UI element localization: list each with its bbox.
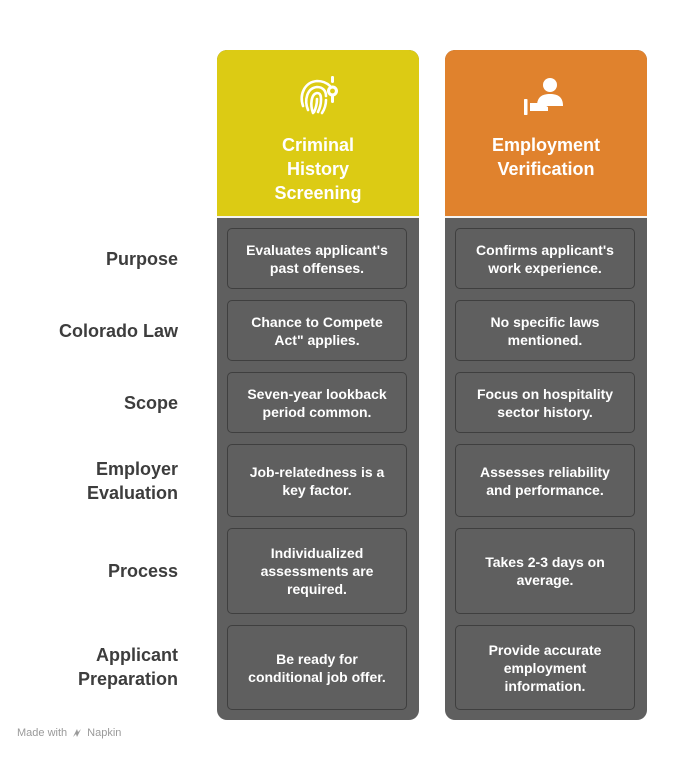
- column-title-employment-verification: Employment Verification: [445, 133, 647, 181]
- cell-text-line: conditional job offer.: [248, 668, 386, 685]
- column-title-criminal-history: Criminal History Screening: [217, 133, 419, 205]
- cell-text-line: Evaluates applicant's: [246, 241, 388, 258]
- row-label-colorado-law: Colorado Law: [0, 319, 178, 343]
- cell-text-line: assessments are: [260, 563, 374, 579]
- cell-text-line: Assesses reliability: [480, 463, 610, 480]
- cell-text-line: Takes 2-3 days on: [485, 554, 605, 570]
- row-label-line: Colorado Law: [58, 321, 178, 341]
- row-label-employer-evaluation: Employer Evaluation: [0, 457, 178, 505]
- cell-text-line: employment: [503, 659, 587, 676]
- footer-made-with: Made with: [17, 727, 68, 739]
- column-title-line: Verification: [497, 159, 595, 179]
- cell-employer-evaluation-criminal: Job-relatedness is a key factor.: [227, 444, 407, 517]
- row-label-line: Scope: [123, 393, 178, 413]
- row-label-scope: Scope: [0, 391, 178, 415]
- row-label-applicant-preparation: Applicant Preparation: [0, 643, 178, 691]
- cell-scope-criminal: Seven-year lookback period common.: [227, 372, 407, 433]
- cell-scope-employment: Focus on hospitality sector history.: [455, 372, 635, 433]
- row-label-line: Applicant: [95, 645, 178, 665]
- cell-text-line: work experience.: [488, 259, 602, 276]
- cell-text-line: Job-relatedness is a: [249, 463, 385, 480]
- cell-text-line: information.: [504, 677, 586, 694]
- cell-text-line: and performance.: [486, 481, 604, 498]
- cell-text-line: Focus on hospitality: [476, 385, 614, 402]
- cell-text-line: average.: [516, 572, 574, 588]
- column-employment-verification: Employment Verification Confirms applica…: [445, 50, 647, 720]
- row-label-line: Evaluation: [86, 483, 178, 503]
- column-title-line: History: [286, 159, 349, 179]
- cell-text-line: mentioned.: [507, 331, 583, 348]
- cell-purpose-employment: Confirms applicant's work experience.: [455, 228, 635, 289]
- cell-text-line: past offenses.: [269, 259, 365, 276]
- cell-text-line: sector history.: [497, 403, 593, 420]
- cell-text-line: Provide accurate: [488, 641, 602, 658]
- row-label-purpose: Purpose: [0, 247, 178, 271]
- cell-text-line: No specific laws: [490, 313, 600, 330]
- column-title-line: Criminal: [281, 135, 355, 155]
- row-label-line: Purpose: [105, 249, 178, 269]
- header-divider: [445, 216, 647, 218]
- cell-employer-evaluation-employment: Assesses reliability and performance.: [455, 444, 635, 517]
- cell-purpose-criminal: Evaluates applicant's past offenses.: [227, 228, 407, 289]
- column-header-criminal-history: Criminal History Screening: [217, 50, 419, 216]
- cell-colorado-law-employment: No specific laws mentioned.: [455, 300, 635, 361]
- fingerprint-icon: [300, 76, 338, 115]
- header-divider: [217, 216, 419, 218]
- cell-text-line: Act" applies.: [274, 331, 360, 348]
- napkin-logo-icon: [73, 729, 82, 737]
- employee-card-icon: [524, 78, 563, 115]
- cell-text-line: Seven-year lookback: [247, 385, 387, 402]
- cell-process-employment: Takes 2-3 days on average.: [455, 528, 635, 614]
- cell-applicant-preparation-criminal: Be ready for conditional job offer.: [227, 625, 407, 710]
- column-header-employment-verification: Employment Verification: [445, 50, 647, 216]
- cell-text-line: required.: [287, 581, 347, 597]
- cell-text-line: key factor.: [282, 481, 352, 498]
- cell-applicant-preparation-employment: Provide accurate employment information.: [455, 625, 635, 710]
- cell-text-line: Chance to Compete: [251, 313, 383, 330]
- column-title-line: Screening: [274, 183, 362, 203]
- column-title-line: Employment: [491, 135, 601, 155]
- footer-watermark: Made with Napkin: [17, 727, 121, 739]
- cell-colorado-law-criminal: Chance to Compete Act" applies.: [227, 300, 407, 361]
- footer-brand: Napkin: [87, 727, 122, 739]
- column-criminal-history-screening: Criminal History Screening Evaluates app…: [217, 50, 419, 720]
- row-label-line: Employer: [95, 459, 178, 479]
- cell-text-line: Individualized: [270, 545, 364, 561]
- row-label-line: Preparation: [77, 669, 178, 689]
- cell-process-criminal: Individualized assessments are required.: [227, 528, 407, 614]
- cell-text-line: Confirms applicant's: [476, 241, 614, 258]
- cell-text-line: period common.: [262, 403, 372, 420]
- cell-text-line: Be ready for: [276, 650, 358, 667]
- row-label-process: Process: [0, 559, 178, 583]
- row-label-line: Process: [107, 561, 178, 581]
